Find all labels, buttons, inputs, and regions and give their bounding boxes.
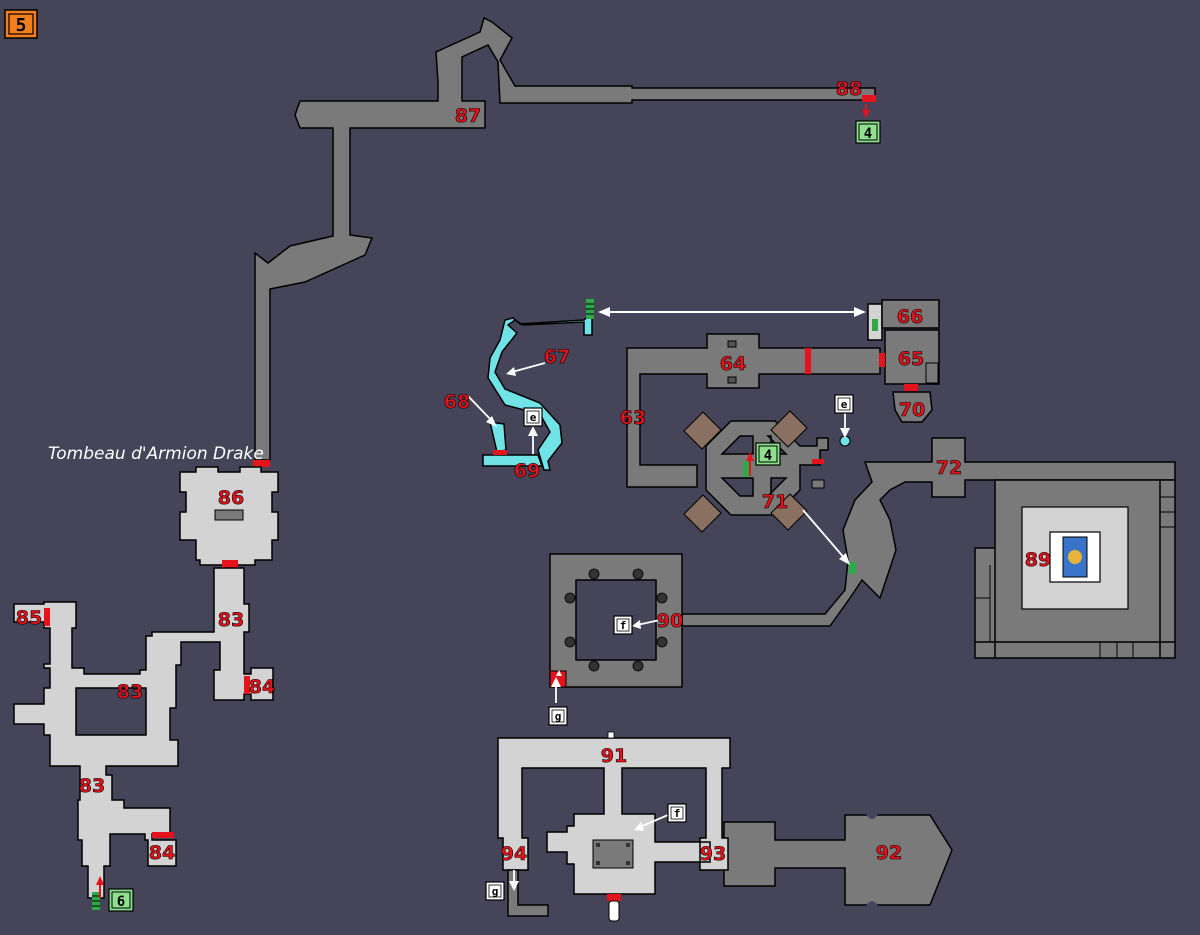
rooms-63-70 — [626, 299, 940, 488]
svg-text:f: f — [674, 807, 681, 820]
room-labels: 63 64 65 66 67 68 69 70 71 72 83 83 83 8… — [15, 78, 1051, 866]
room-label-87: 87 — [455, 105, 481, 127]
marker-green-4-mid: 4 — [755, 442, 781, 466]
door — [862, 95, 876, 102]
room-label-84b: 84 — [149, 842, 175, 864]
marker-green-4-top: 4 — [855, 120, 881, 144]
svg-text:f: f — [620, 619, 627, 632]
svg-text:e: e — [530, 411, 537, 424]
door — [152, 832, 174, 838]
stained-glass-icon — [1062, 536, 1088, 578]
door — [493, 450, 507, 455]
marker-white-g-b: g — [485, 881, 505, 901]
marker-white-f-a: f — [613, 615, 633, 635]
room-label-92: 92 — [876, 842, 902, 864]
room-label-72: 72 — [936, 457, 962, 479]
stairs — [743, 461, 750, 477]
svg-text:e: e — [841, 398, 848, 411]
stairs — [849, 562, 856, 574]
crypt-complex — [13, 560, 274, 910]
bottom-complex — [497, 731, 953, 922]
door — [253, 460, 270, 467]
grand-room-89 — [974, 479, 1176, 659]
room-label-68: 68 — [444, 391, 470, 413]
marker-white-e-b: e — [834, 394, 854, 414]
door — [607, 894, 621, 901]
room-label-66: 66 — [897, 306, 923, 328]
door — [805, 348, 811, 374]
stairs — [872, 319, 878, 331]
room-label-89: 89 — [1025, 549, 1051, 571]
top-corridor — [254, 16, 876, 461]
room-label-90: 90 — [657, 610, 683, 632]
stairs — [92, 892, 100, 910]
room-label-84a: 84 — [249, 676, 275, 698]
marker-white-e-a: e — [523, 407, 543, 427]
octagon-room-71 — [683, 410, 851, 533]
stairs — [586, 299, 594, 319]
room-label-64: 64 — [720, 353, 746, 375]
room-label-83c: 83 — [79, 775, 105, 797]
room-label-65: 65 — [898, 348, 924, 370]
svg-text:g: g — [555, 710, 562, 723]
door — [812, 459, 824, 464]
door — [222, 560, 238, 568]
marker-white-g-a: g — [548, 706, 568, 726]
marker-green-6: 6 — [108, 888, 134, 912]
level-badge-text: 5 — [16, 15, 27, 36]
room-label-63: 63 — [620, 407, 646, 429]
tomb-room-86 — [179, 460, 279, 566]
area-title: Tombeau d'Armion Drake — [48, 444, 264, 464]
room-label-88: 88 — [836, 78, 862, 100]
guide-arrows — [467, 104, 870, 891]
door — [44, 608, 50, 626]
svg-text:6: 6 — [117, 894, 125, 910]
room-label-85: 85 — [16, 607, 42, 629]
room-label-91: 91 — [601, 745, 627, 767]
door — [244, 676, 250, 694]
connector-arrow — [598, 307, 866, 317]
room-label-86: 86 — [218, 487, 244, 509]
room-label-83a: 83 — [218, 609, 244, 631]
door — [904, 384, 918, 391]
door — [879, 353, 885, 367]
room-label-93: 93 — [700, 843, 726, 865]
room-label-71: 71 — [762, 491, 788, 513]
water-cave — [482, 299, 594, 471]
marker-white-f-b: f — [667, 803, 687, 823]
svg-text:4: 4 — [864, 126, 872, 142]
room-label-83b: 83 — [117, 681, 143, 703]
sarcophagus — [683, 410, 808, 533]
svg-text:g: g — [492, 885, 499, 898]
room-label-94: 94 — [501, 843, 527, 865]
room-label-67: 67 — [544, 346, 570, 368]
room-label-70: 70 — [899, 399, 925, 421]
pillars — [564, 568, 668, 672]
level-badge: 5 — [4, 9, 38, 39]
room-label-69: 69 — [514, 460, 540, 482]
svg-text:4: 4 — [764, 448, 772, 464]
room-90 — [549, 553, 683, 688]
